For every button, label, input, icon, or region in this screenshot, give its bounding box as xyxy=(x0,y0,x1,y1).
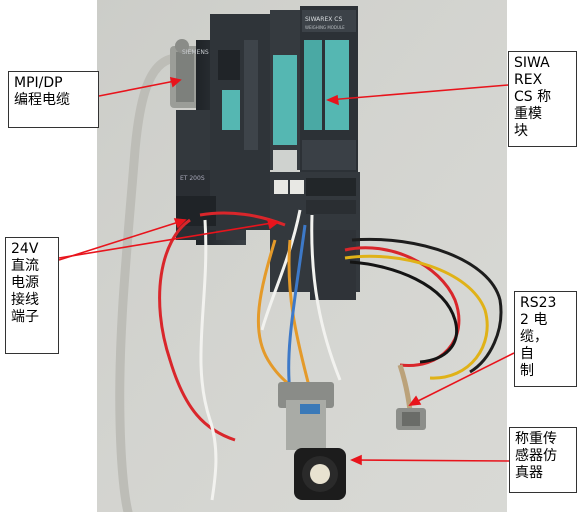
label-siwarex-module-text: SIWA REX CS 称 重模 块 xyxy=(514,55,552,139)
svg-text:ET 200S: ET 200S xyxy=(180,175,205,182)
label-rs232-cable: RS23 2 电 缆， 自 制 xyxy=(514,291,577,387)
label-load-cell-simulator: 称重传 感器仿 真器 xyxy=(509,427,577,493)
mpi-connector xyxy=(170,39,200,108)
brand-text: SIEMENS xyxy=(182,49,209,56)
siwarex-module: SIWAREX CS WEIGHING MODULE xyxy=(300,6,358,174)
terminal-bases xyxy=(176,172,360,300)
label-rs232-cable-text: RS23 2 电 缆， 自 制 xyxy=(520,295,557,379)
module-title: SIWAREX CS xyxy=(305,16,342,23)
load-cell-simulator xyxy=(278,382,346,500)
label-mpi-cable: MPI/DP 编程电缆 xyxy=(8,71,99,128)
label-siwarex-module: SIWA REX CS 称 重模 块 xyxy=(508,51,577,147)
label-load-cell-simulator-text: 称重传 感器仿 真器 xyxy=(515,431,557,481)
label-power-terminal-text: 24V 直流 电源 接线 端子 xyxy=(11,241,39,325)
module-subtitle: WEIGHING MODULE xyxy=(305,25,345,30)
label-mpi-cable-text: MPI/DP 编程电缆 xyxy=(14,75,70,108)
interface-module: SIEMENS xyxy=(182,14,270,230)
label-power-terminal: 24V 直流 电源 接线 端子 xyxy=(5,237,59,354)
annotation-arrows xyxy=(58,76,515,466)
rs232-connector xyxy=(396,408,426,430)
power-module xyxy=(270,10,300,172)
